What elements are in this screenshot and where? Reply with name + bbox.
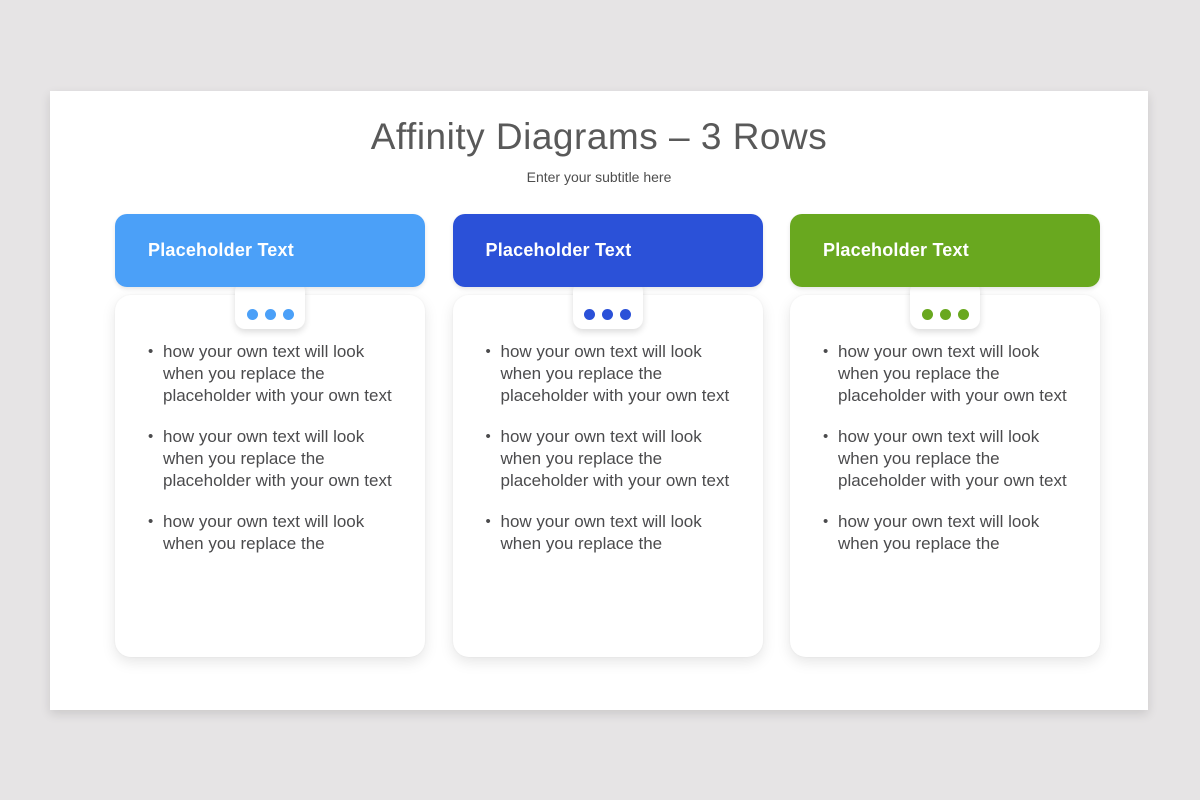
column-header-label: Placeholder Text (823, 240, 969, 260)
dot-icon (602, 309, 613, 320)
dot-icon (939, 309, 951, 320)
column-header-2: Placeholder Text (452, 214, 763, 287)
bullet-item: how your own text will look when you rep… (148, 511, 399, 555)
dot-icon (246, 309, 258, 320)
column-body-card-1: how your own text will look when you rep… (115, 295, 425, 657)
bullet-list: how your own text will look when you rep… (115, 295, 425, 555)
column-header-tab-2 (572, 281, 643, 329)
column-body-card-3: how your own text will look when you rep… (790, 295, 1100, 657)
slide-title: Affinity Diagrams – 3 Rows (370, 116, 828, 157)
bullet-item: how your own text will look when you rep… (486, 341, 737, 407)
slide-canvas: Affinity Diagrams – 3 Rows Enter your su… (50, 91, 1148, 710)
affinity-column-3: Placeholder Text how your own text will … (790, 214, 1100, 657)
column-header-label: Placeholder Text (485, 240, 632, 260)
column-body-card-2: how your own text will look when you rep… (452, 295, 763, 657)
bullet-item: how your own text will look when you rep… (148, 341, 399, 407)
ellipsis-dots-icon (246, 309, 294, 320)
column-header-label: Placeholder Text (148, 240, 294, 260)
affinity-column-2: Placeholder Text how your own text will … (452, 214, 763, 657)
column-header-tab-3 (910, 281, 980, 329)
column-header-3: Placeholder Text (790, 214, 1100, 287)
dot-icon (921, 309, 933, 320)
column-header-1: Placeholder Text (115, 214, 425, 287)
column-header-tab-1 (235, 281, 305, 329)
affinity-columns: Placeholder Text how your own text will … (115, 214, 1100, 657)
dot-icon (282, 309, 294, 320)
dot-icon (584, 309, 595, 320)
bullet-item: how your own text will look when you rep… (823, 511, 1074, 555)
bullet-list: how your own text will look when you rep… (790, 295, 1100, 555)
bullet-item: how your own text will look when you rep… (148, 426, 399, 492)
dot-icon (957, 309, 969, 320)
bullet-item: how your own text will look when you rep… (486, 426, 737, 492)
ellipsis-dots-icon (584, 309, 631, 320)
dot-icon (620, 309, 631, 320)
dot-icon (264, 309, 276, 320)
bullet-item: how your own text will look when you rep… (823, 426, 1074, 492)
bullet-item: how your own text will look when you rep… (823, 341, 1074, 407)
slide-subtitle: Enter your subtitle here (526, 169, 672, 185)
bullet-list: how your own text will look when you rep… (453, 295, 763, 555)
affinity-column-1: Placeholder Text how your own text will … (115, 214, 425, 657)
bullet-item: how your own text will look when you rep… (486, 511, 737, 555)
ellipsis-dots-icon (921, 309, 969, 320)
